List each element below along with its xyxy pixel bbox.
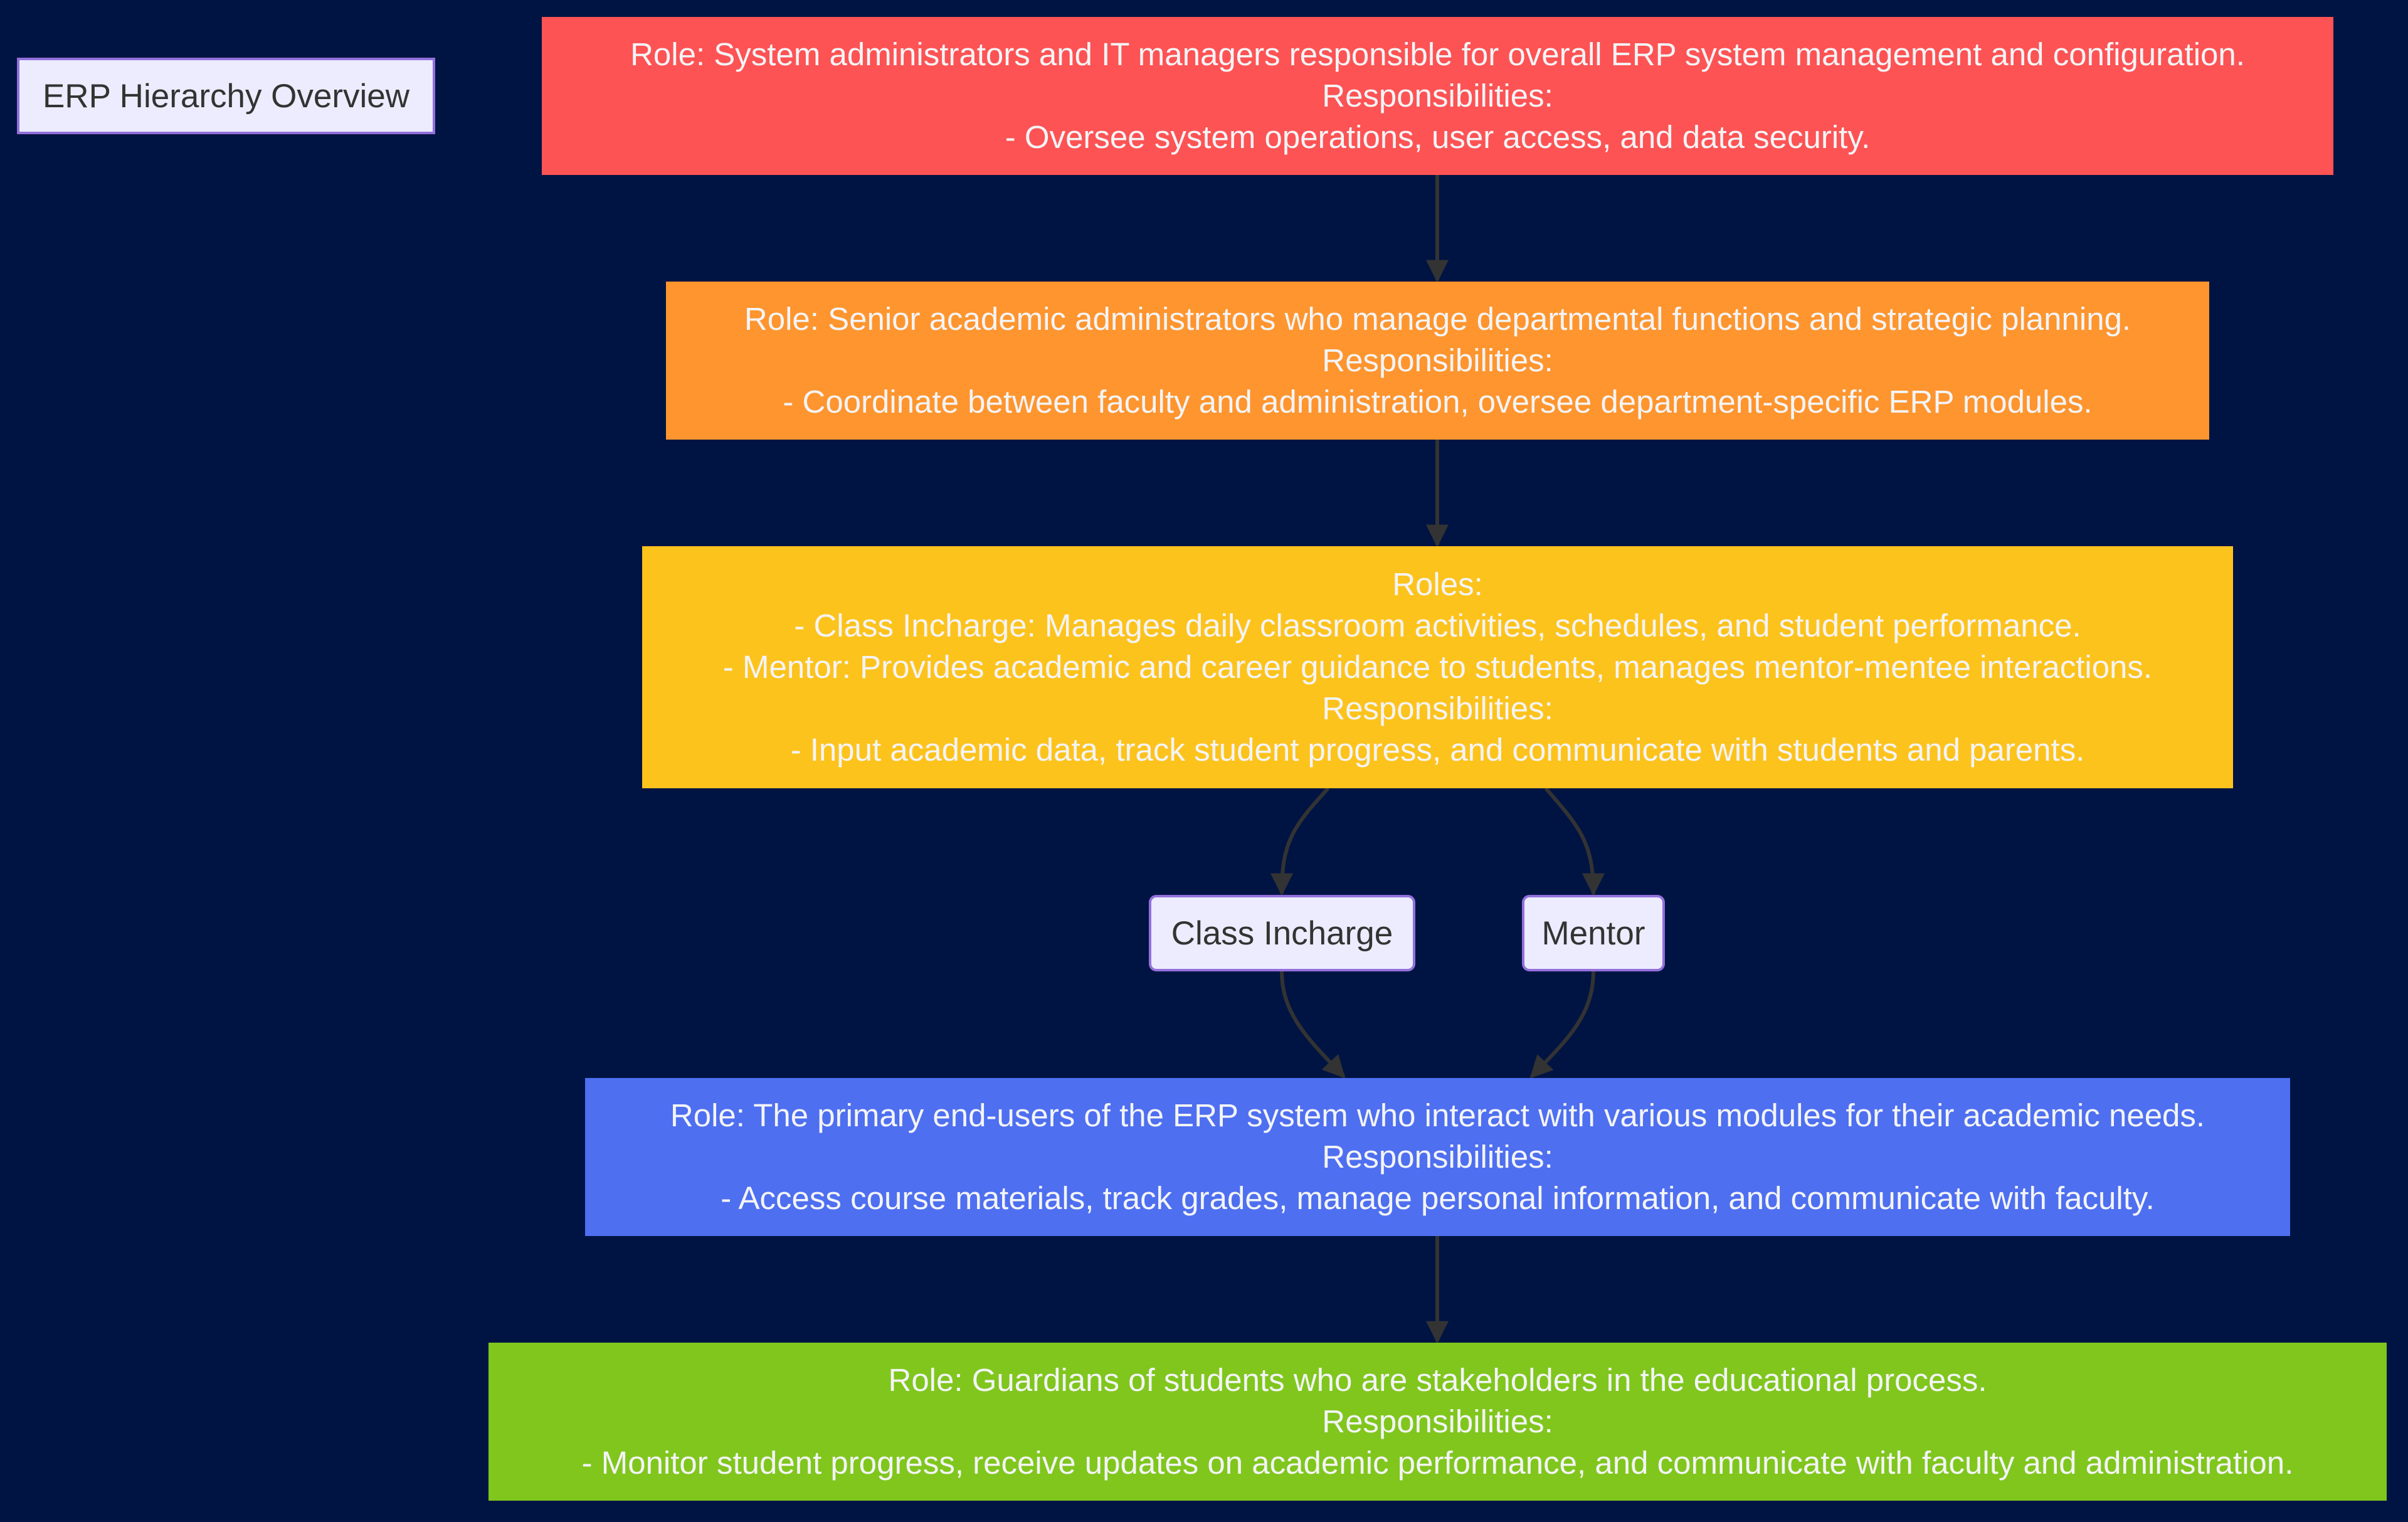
student-responsibilities-heading: Responsibilities:	[1322, 1139, 1553, 1175]
faculty-responsibilities-heading: Responsibilities:	[1322, 690, 1553, 726]
edge-class-incharge-to-student	[1280, 971, 1346, 1079]
class-incharge-label: Class Incharge	[1171, 914, 1393, 952]
node-class-incharge: Class Incharge	[1149, 895, 1415, 971]
faculty-class-incharge-role: - Class Incharge: Manages daily classroo…	[794, 608, 2081, 643]
faculty-roles-heading: Roles:	[1392, 566, 1483, 602]
diagram-title: ERP Hierarchy Overview	[17, 58, 435, 134]
student-role-text: Role: The primary end-users of the ERP s…	[670, 1097, 2205, 1133]
edge-faculty-to-mentor	[1544, 787, 1605, 896]
admin-responsibilities-text: - Oversee system operations, user access…	[1005, 119, 1871, 155]
hod-responsibilities-text: - Coordinate between faculty and adminis…	[783, 384, 2093, 420]
parent-responsibilities-text: - Monitor student progress, receive upda…	[581, 1445, 2294, 1481]
faculty-responsibilities-text: - Input academic data, track student pro…	[790, 732, 2085, 768]
node-mentor: Mentor	[1522, 895, 1665, 971]
parent-responsibilities-heading: Responsibilities:	[1322, 1403, 1553, 1439]
admin-responsibilities-heading: Responsibilities:	[1322, 78, 1553, 114]
faculty-mentor-role: - Mentor: Provides academic and career g…	[722, 649, 2153, 685]
node-hod: Role: Senior academic administrators who…	[666, 282, 2209, 440]
parent-role-text: Role: Guardians of students who are stak…	[888, 1362, 1987, 1398]
diagram-title-text: ERP Hierarchy Overview	[42, 77, 410, 115]
hod-responsibilities-heading: Responsibilities:	[1322, 342, 1553, 378]
admin-role-text: Role: System administrators and IT manag…	[630, 36, 2245, 72]
node-parent: Role: Guardians of students who are stak…	[488, 1343, 2387, 1501]
hod-role-text: Role: Senior academic administrators who…	[744, 301, 2131, 337]
node-student: Role: The primary end-users of the ERP s…	[585, 1078, 2290, 1236]
node-admin: Role: System administrators and IT manag…	[542, 17, 2333, 175]
node-faculty: Roles: - Class Incharge: Manages daily c…	[642, 546, 2233, 788]
edge-mentor-to-student	[1529, 971, 1595, 1079]
mentor-label: Mentor	[1541, 914, 1645, 952]
student-responsibilities-text: - Access course materials, track grades,…	[721, 1180, 2155, 1216]
edge-faculty-to-class-incharge	[1270, 786, 1330, 896]
